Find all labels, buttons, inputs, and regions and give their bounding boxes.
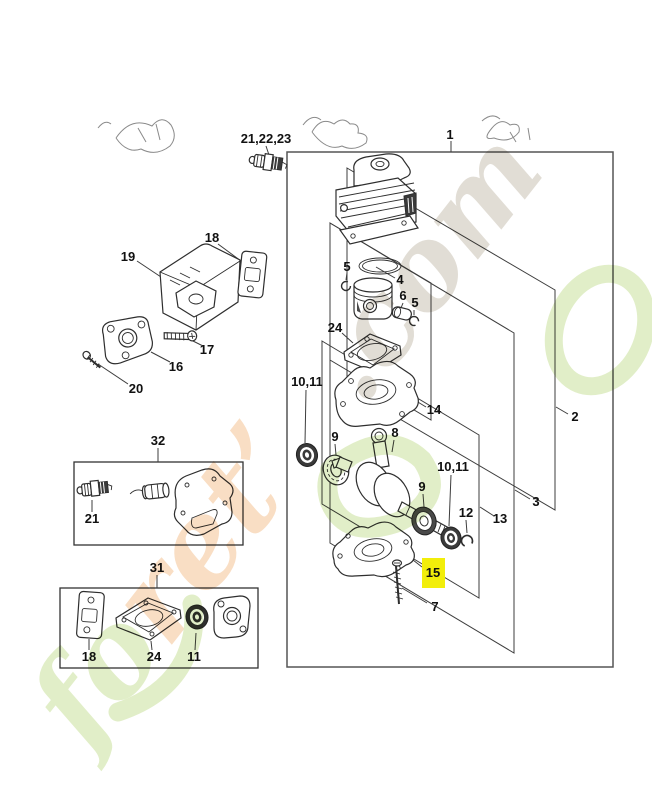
watermark-swirl-center xyxy=(317,434,441,538)
screw-20-drawing xyxy=(82,350,101,369)
callout-screw-20: 20 xyxy=(129,381,143,396)
callout-bearing-9-left: 9 xyxy=(331,429,338,444)
callout-clip-12: 12 xyxy=(459,505,473,520)
callout-kit-31: 31 xyxy=(150,560,164,575)
gasket-18-drawing xyxy=(237,250,268,299)
callout-kit-32: 32 xyxy=(151,433,165,448)
kit-outline-13 xyxy=(321,340,480,599)
callout-kit-2: 2 xyxy=(571,409,578,424)
watermark: foret’ .com xyxy=(0,107,652,775)
callout-circlip-5-left: 5 xyxy=(343,259,350,274)
wrist-pin-drawing xyxy=(391,306,412,321)
piston-drawing xyxy=(353,277,393,320)
callout-pan-15-highlighted[interactable]: 15 xyxy=(426,565,440,580)
watermark-text-tld: .com xyxy=(280,107,568,424)
callout-piston-ring-4: 4 xyxy=(396,272,404,287)
kit32-spark-plug-drawing xyxy=(76,479,113,497)
callout-crankshaft-8: 8 xyxy=(391,425,398,440)
flange-16-drawing xyxy=(101,316,153,365)
callout-wrist-pin-6: 6 xyxy=(399,288,406,303)
muffler-19-drawing xyxy=(159,243,241,331)
callout-spark-plug-set: 21,22,23 xyxy=(241,131,292,146)
callout-gasket-18: 18 xyxy=(205,230,219,245)
oil-seal-right-drawing xyxy=(440,526,462,550)
circlip-left-drawing xyxy=(340,280,352,292)
cutoff-sketch-top-left xyxy=(97,119,175,153)
leader-lines xyxy=(88,141,569,651)
kit31-gasket-18-drawing xyxy=(76,590,105,640)
callout-assembly-1: 1 xyxy=(446,127,453,142)
screw-17-drawing xyxy=(163,330,198,342)
piston-ring-drawing xyxy=(358,257,402,275)
cutoff-sketch-top-center xyxy=(302,116,368,149)
callout-kit31-gasket-24: 24 xyxy=(147,649,162,664)
callout-muffler-19: 19 xyxy=(121,249,135,264)
callout-labels: 21,22,23 1 18 19 17 16 20 5 4 6 5 24 10,… xyxy=(82,127,579,664)
callout-seal-10-11-right: 10,11 xyxy=(437,459,469,474)
kit31-gasket-24-drawing xyxy=(115,597,182,641)
callout-screw-7: 7 xyxy=(431,599,438,614)
oil-seal-left-drawing xyxy=(295,443,319,467)
cylinder-drawing xyxy=(335,153,419,245)
kit-outline-2 xyxy=(346,167,556,511)
circlip-right-drawing xyxy=(408,315,420,327)
screw-7-drawing xyxy=(391,559,404,605)
kit32-diaphragm-drawing xyxy=(173,468,234,536)
kit31-flange-gasket-drawing xyxy=(213,595,251,639)
kit-box-31 xyxy=(59,587,259,669)
watermark-tail xyxy=(108,594,204,722)
kit-outline-piston xyxy=(329,222,432,421)
watermark-text-main: foret’ xyxy=(0,398,333,775)
callout-kit31-gasket-18: 18 xyxy=(82,649,96,664)
callout-screw-17: 17 xyxy=(200,342,214,357)
spark-plug-drawing xyxy=(248,152,288,172)
callout-seal-10-11-left: 10,11 xyxy=(291,374,323,389)
assembly-box-1 xyxy=(286,151,614,668)
callout-kit-13: 13 xyxy=(493,511,507,526)
callout-spark-plug-21: 21 xyxy=(85,511,99,526)
kit-outline-3 xyxy=(329,222,515,654)
crankcase-upper-drawing xyxy=(334,360,419,427)
callout-circlip-5-right: 5 xyxy=(411,295,418,310)
watermark-swirl-right xyxy=(544,264,652,396)
snap-ring-12-drawing xyxy=(460,534,474,548)
callout-crankcase-14: 14 xyxy=(427,402,442,417)
callout-gasket-24: 24 xyxy=(328,320,343,335)
kit32-fuel-filter-drawing xyxy=(129,482,170,500)
callout-kit-3: 3 xyxy=(532,494,539,509)
cutoff-sketch-top-right xyxy=(481,115,531,143)
highlight-15[interactable] xyxy=(422,558,445,588)
callout-flange-16: 16 xyxy=(169,359,183,374)
